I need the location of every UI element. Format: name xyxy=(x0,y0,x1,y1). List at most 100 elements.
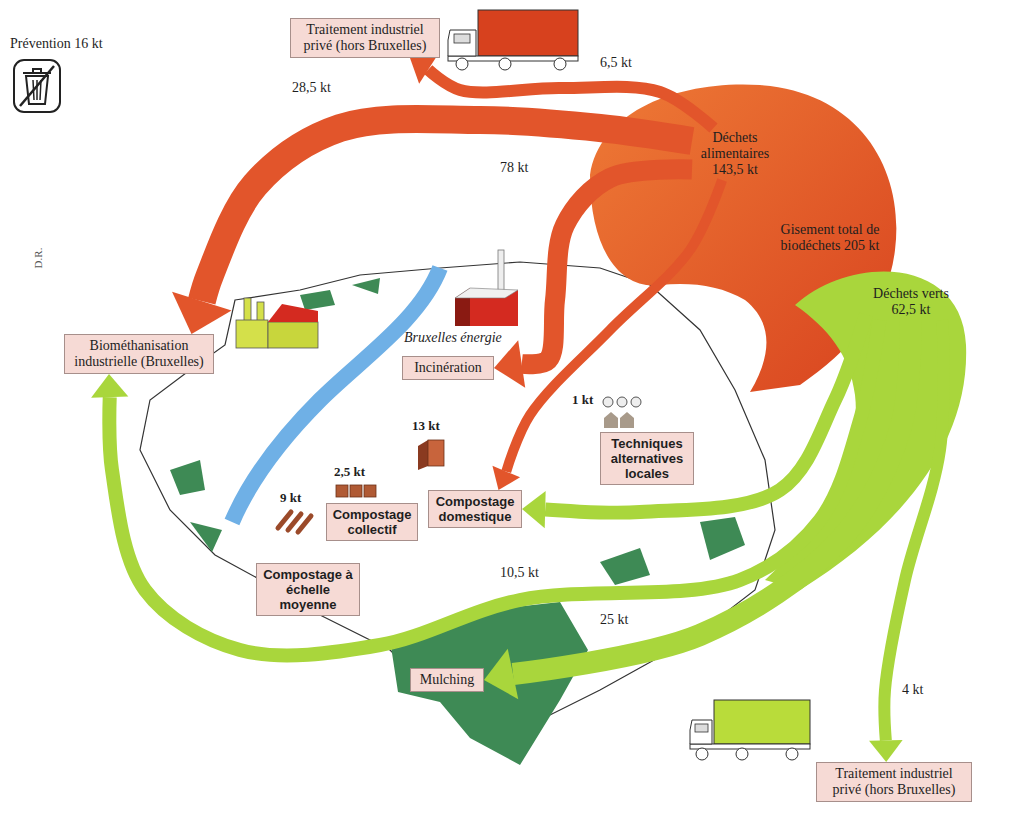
icon-frame xyxy=(14,60,60,112)
compost-bin xyxy=(364,485,376,497)
truck-wheel xyxy=(696,748,708,760)
composter-front xyxy=(428,440,444,466)
node-text: Incinération xyxy=(408,360,488,376)
arrow-head xyxy=(410,55,437,83)
truck-cab xyxy=(448,30,476,56)
alternative-techniques-icon xyxy=(603,397,641,428)
treatment-box: Traitement industriel privé (hors Bruxel… xyxy=(290,18,440,58)
park-patch xyxy=(700,517,745,560)
compost-bin xyxy=(350,485,362,497)
facility-box: Compostage domestique xyxy=(428,490,522,528)
mulching-area xyxy=(390,602,588,765)
flow-band xyxy=(884,320,943,740)
truck-body xyxy=(714,700,810,744)
technique-symbol xyxy=(617,397,627,407)
park-patch xyxy=(352,278,380,294)
house-icon xyxy=(620,412,634,428)
incinerator xyxy=(455,250,518,326)
biomethanisation-plant xyxy=(236,298,318,348)
node-text: Compostage collectif xyxy=(332,507,412,537)
flow-arrow xyxy=(484,320,911,699)
composter-side xyxy=(418,440,428,470)
house-icon xyxy=(604,412,618,428)
truck-icon xyxy=(448,10,578,70)
prevention-note: Prévention 16 kt xyxy=(10,36,103,52)
arrow-head xyxy=(869,740,903,762)
facility-box: Biométhanisation industrielle (Bruxelles… xyxy=(64,334,214,374)
truck-wheel xyxy=(736,748,748,760)
node-text: Techniques alternatives locales xyxy=(606,436,688,481)
flow-band xyxy=(506,180,722,472)
truck-cab xyxy=(690,720,712,744)
flow-arrow xyxy=(522,315,866,529)
truck-wheel xyxy=(456,58,468,70)
technique-symbol xyxy=(631,397,641,407)
plant-building xyxy=(268,322,318,348)
truck-wheel xyxy=(786,748,798,760)
incinerator-chimney xyxy=(498,250,504,292)
plant-roof xyxy=(268,304,318,322)
arrow-head xyxy=(492,466,520,490)
truck-body xyxy=(478,10,578,56)
flow-band xyxy=(513,320,911,674)
facility-box: Compostage collectif xyxy=(326,503,418,541)
no-waste-icon xyxy=(14,60,60,112)
facility-box: Compostage à échelle moyenne xyxy=(256,563,360,616)
flow-source: Déchets alimentaires 143,5 kt xyxy=(692,128,778,180)
technique-symbol xyxy=(603,397,613,407)
park-patch xyxy=(190,522,222,552)
amount-label: 1 kt xyxy=(572,392,593,408)
icon-slash xyxy=(20,66,54,106)
node-text: Traitement industriel privé (hors Bruxel… xyxy=(822,766,966,798)
arrow-head xyxy=(91,374,128,398)
facility-box: Techniques alternatives locales xyxy=(600,432,694,485)
arrow-head xyxy=(522,491,546,528)
flow-band xyxy=(202,119,692,301)
treatment-box: Traitement industriel privé (hors Bruxel… xyxy=(816,762,972,802)
truck-wheel xyxy=(499,58,511,70)
compost-bins-icon xyxy=(336,485,376,497)
home-composter-icon xyxy=(418,440,444,470)
arrow-head xyxy=(494,340,525,387)
facility-box: Mulching xyxy=(410,668,484,692)
flow-arrow xyxy=(869,320,944,762)
park-patch xyxy=(170,460,205,495)
flow-amount: 4 kt xyxy=(902,682,923,698)
plant-building xyxy=(236,320,268,348)
canal xyxy=(232,268,440,522)
flow-amount: 28,5 kt xyxy=(292,80,331,96)
flow-band xyxy=(545,315,866,513)
credit-watermark: D.R. xyxy=(30,248,46,269)
compost-bin xyxy=(336,485,348,497)
truck-icon xyxy=(690,700,810,760)
compost-heap-icon xyxy=(278,512,311,532)
truck-window xyxy=(695,724,708,732)
amount-label: 13 kt xyxy=(412,418,440,434)
arrow-head xyxy=(172,292,232,334)
bin-lid xyxy=(23,69,51,73)
amount-label: 2,5 kt xyxy=(334,464,365,480)
incinerator-roof xyxy=(455,288,518,298)
facility-box: Incinération xyxy=(402,356,494,380)
node-text: Compostage à échelle moyenne xyxy=(262,567,354,612)
flow-arrow xyxy=(172,119,692,334)
flow-amount: 25 kt xyxy=(600,612,628,628)
park-patch xyxy=(300,290,335,310)
node-text: Traitement industriel privé (hors Bruxel… xyxy=(296,22,434,54)
node-text: Biométhanisation industrielle (Bruxelles… xyxy=(70,338,208,370)
compost-log xyxy=(298,516,311,532)
amount-label: 9 kt xyxy=(280,490,301,506)
total-amount: Gisement total de biodéchets 205 kt xyxy=(775,222,885,254)
flow-amount: 10,5 kt xyxy=(500,565,539,581)
node-text: Mulching xyxy=(416,672,478,688)
arrow-head xyxy=(484,649,518,700)
flow-arrow xyxy=(492,180,722,490)
truck-window xyxy=(454,34,470,43)
park-patch xyxy=(600,548,650,585)
flow-source: Déchets verts 62,5 kt xyxy=(866,284,956,320)
node-text: Déchets verts 62,5 kt xyxy=(868,286,954,318)
flow-amount: 78 kt xyxy=(500,160,528,176)
bin-body xyxy=(26,76,48,104)
